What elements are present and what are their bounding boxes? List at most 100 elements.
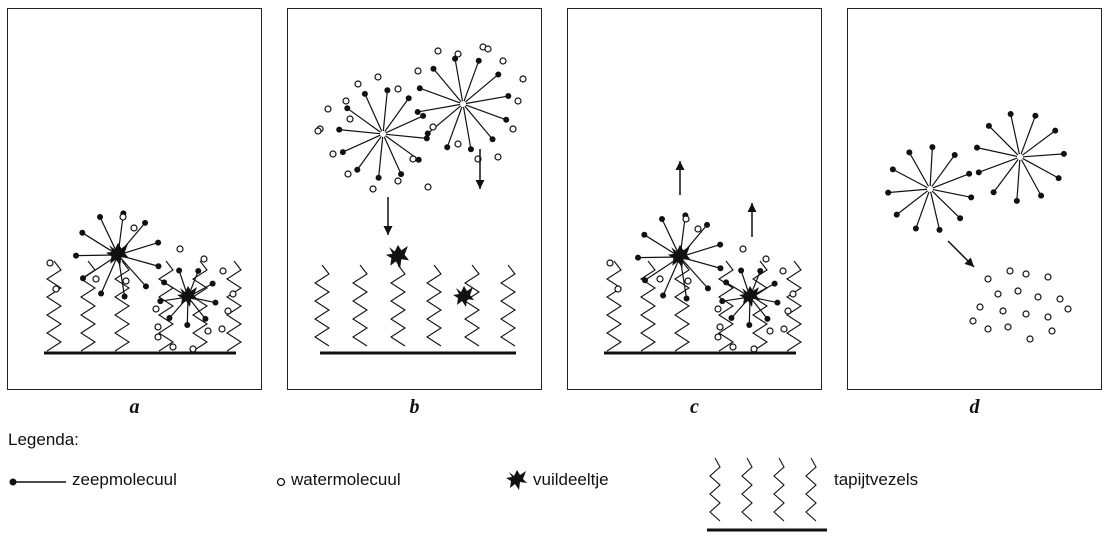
- panel-d: [847, 8, 1102, 390]
- panel-label-d: d: [969, 396, 980, 418]
- soap-molecule-tail: [1020, 115, 1036, 155]
- soap-molecule-tail: [339, 129, 381, 135]
- soap-molecule-head: [166, 314, 173, 321]
- water-molecule: [394, 177, 402, 185]
- soap-molecule-head: [157, 298, 164, 305]
- soap-molecule-head: [195, 267, 202, 274]
- soap-molecule-head: [746, 321, 753, 328]
- soap-molecule-head: [975, 169, 982, 176]
- dirt-particle: [667, 244, 691, 268]
- water-molecule: [369, 185, 377, 193]
- water-molecule: [606, 259, 614, 267]
- water-molecule: [229, 290, 237, 298]
- soap-molecule-head: [957, 215, 964, 222]
- water-molecule: [714, 333, 722, 341]
- soap-molecule-tail: [99, 216, 118, 254]
- soap-molecule-tail: [892, 168, 928, 189]
- soap-molecule-head: [361, 90, 368, 97]
- soap-molecule-head: [176, 267, 183, 274]
- water-molecule: [314, 127, 322, 135]
- soap-molecule-head: [728, 314, 735, 321]
- water-molecule: [200, 255, 208, 263]
- water-molecule: [122, 277, 130, 285]
- water-molecule: [1026, 335, 1034, 343]
- panel-b-drawing: [313, 43, 527, 355]
- soap-molecule-tail: [644, 257, 679, 281]
- water-molecule: [729, 343, 737, 351]
- soap-molecule-head: [1055, 175, 1062, 182]
- soap-molecule-head: [1013, 197, 1020, 204]
- water-molecule: [224, 307, 232, 315]
- soap-molecule-tail: [931, 154, 956, 187]
- water-molecule: [1034, 293, 1042, 301]
- soap-molecule-head: [155, 263, 162, 270]
- soap-molecule-tail: [382, 90, 388, 132]
- water-molecule: [130, 224, 138, 232]
- carpet-fiber: [225, 260, 243, 352]
- carpet-fiber: [157, 260, 175, 352]
- water-molecule: [1048, 327, 1056, 335]
- soap-molecule-head: [774, 299, 781, 306]
- carpet-fiber: [425, 264, 443, 347]
- soap-molecule-head: [416, 85, 423, 92]
- soap-molecule-head: [738, 267, 745, 274]
- soap-molecule-tail: [932, 189, 972, 198]
- water-molecule: [789, 290, 797, 298]
- legend-title: Legenda:: [8, 430, 79, 449]
- soap-molecule-tail: [661, 218, 680, 256]
- water-molecule: [739, 245, 747, 253]
- water-molecule: [714, 305, 722, 313]
- soap-molecule-head: [415, 156, 422, 163]
- water-molecule: [519, 75, 527, 83]
- soap-molecule-tail: [888, 188, 928, 194]
- soap-molecule-tail: [681, 244, 721, 257]
- water-molecule: [976, 303, 984, 311]
- soap-molecule-tail: [160, 296, 187, 302]
- water-molecule: [984, 275, 992, 283]
- water-molecule: [779, 267, 787, 275]
- soap-molecule-tail: [930, 191, 941, 231]
- soap-molecule-head: [73, 252, 80, 259]
- soap-molecule-head: [893, 211, 900, 218]
- water-molecule: [204, 327, 212, 335]
- panel-b: [287, 8, 542, 390]
- dirt-particle: [177, 286, 198, 307]
- water-molecule: [762, 255, 770, 263]
- soap-molecule-head: [757, 267, 764, 274]
- water-molecule: [780, 325, 788, 333]
- soap-molecule-head: [424, 130, 431, 137]
- soap-molecule-head: [420, 112, 427, 119]
- soap-molecule-head: [142, 219, 149, 226]
- soap-molecule-head: [336, 126, 343, 133]
- soap-molecule-head: [1060, 150, 1067, 157]
- soap-molecule-tail: [1022, 157, 1059, 179]
- water-molecule: [1064, 305, 1072, 313]
- dirt-particle-icon: [506, 470, 527, 490]
- legend-carpet-fiber: [773, 457, 785, 522]
- legend-carpet-fiber: [805, 457, 817, 522]
- water-molecule: [682, 215, 690, 223]
- water-molecule: [614, 285, 622, 293]
- soap-molecule-tail: [417, 103, 461, 113]
- soap-molecule-tail: [722, 296, 749, 302]
- soap-molecule-head: [209, 280, 216, 287]
- water-molecule: [1044, 313, 1052, 321]
- soap-molecule-head: [444, 144, 451, 151]
- soap-molecule-tail: [662, 258, 680, 296]
- water-molecule: [1044, 273, 1052, 281]
- soap-molecule-head: [723, 279, 730, 286]
- water-molecule: [499, 57, 507, 65]
- soap-molecule-tail: [364, 93, 383, 132]
- soap-molecule-head: [1052, 127, 1059, 134]
- water-molecule: [424, 183, 432, 191]
- dirt-particle: [385, 244, 409, 268]
- soap-molecule-head: [885, 189, 892, 196]
- soap-molecule-head: [704, 221, 711, 228]
- soap-molecule-tail: [680, 258, 709, 289]
- soap-molecule-tail: [725, 281, 749, 297]
- soap-molecule-tail: [82, 232, 117, 255]
- carpet-fiber: [191, 260, 209, 352]
- carpet-fiber: [785, 260, 803, 352]
- water-molecule: [1004, 323, 1012, 331]
- soap-molecule-head: [339, 149, 346, 156]
